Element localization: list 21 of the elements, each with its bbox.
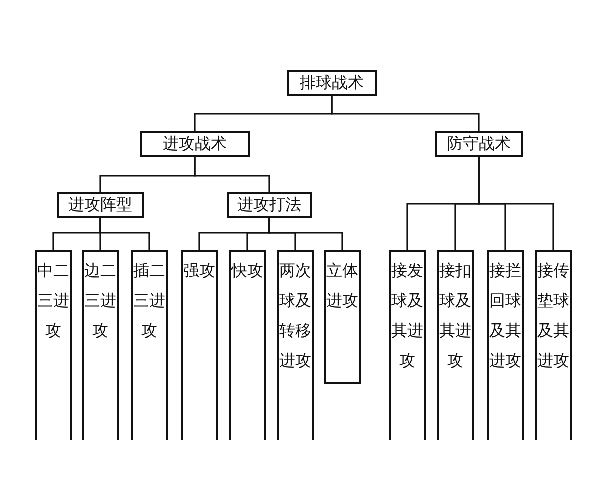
tactic-box: 立体进攻 — [324, 250, 361, 384]
tactic-box: 接发球及其进攻 — [389, 250, 426, 440]
connector-line — [194, 157, 270, 192]
connector-line — [100, 218, 150, 250]
category-box: 进攻阵型 — [57, 192, 144, 218]
tactic-box: 接扣球及其进攻 — [437, 250, 474, 440]
category-box: 防守战术 — [435, 131, 523, 157]
tactic-box: 两次球及转移进攻 — [277, 250, 314, 440]
connector-line — [268, 218, 344, 250]
tactic-box: 接拦回球及其进攻 — [487, 250, 524, 440]
category-box: 排球战术 — [287, 70, 377, 96]
tactic-box: 接传垫球及其进攻 — [535, 250, 572, 440]
tactic-box: 插二三进攻 — [131, 250, 168, 440]
category-box: 进攻打法 — [227, 192, 312, 218]
connector-line — [331, 96, 480, 131]
tactic-box: 中二三进攻 — [35, 250, 72, 440]
tactic-box: 强攻 — [181, 250, 218, 440]
connector-line — [478, 157, 554, 250]
category-box: 进攻战术 — [140, 131, 250, 157]
tactic-box: 边二三进攻 — [82, 250, 119, 440]
tactic-box: 快攻 — [229, 250, 266, 440]
